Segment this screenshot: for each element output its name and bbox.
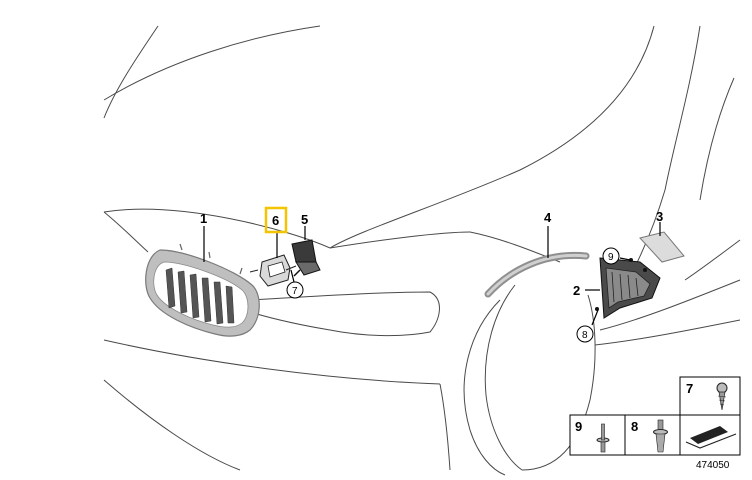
- callout-9-circle: [602, 247, 620, 265]
- callout-6: 6: [272, 213, 279, 228]
- fastener-cell-8: [624, 414, 681, 456]
- callout-8-circle: [576, 325, 594, 343]
- reference-number: 474050: [696, 460, 730, 471]
- screw-icon: [716, 382, 728, 411]
- fastener-cell-9: [569, 414, 626, 456]
- highlight-box: [264, 206, 288, 234]
- air-breather-panel: [595, 257, 661, 319]
- callout-7: 7: [292, 286, 298, 297]
- fastener-cell-7: [679, 376, 741, 416]
- wheel-arch-trim: [484, 251, 590, 298]
- arrow-tool-icon: [685, 426, 737, 449]
- callout-8: 8: [582, 330, 588, 341]
- sensor-part: [291, 239, 321, 277]
- callouts: 1 2 3 4 5 6 7 8 9: [200, 206, 663, 343]
- fastener-table: 7 9 8: [569, 376, 741, 456]
- pin-icon: [596, 423, 610, 453]
- car-body-outline: [103, 25, 741, 476]
- fastener-label-9: 9: [575, 419, 582, 434]
- leader-lines: [203, 222, 661, 326]
- fastener-label-8: 8: [631, 419, 638, 434]
- grille-slats: [165, 267, 235, 325]
- fastener-label-7: 7: [686, 381, 693, 396]
- callout-2: 2: [573, 283, 580, 298]
- callout-9: 9: [608, 252, 614, 263]
- callout-7-circle: [286, 281, 304, 299]
- kidney-grille: [145, 243, 260, 337]
- expanding-rivet-icon: [653, 419, 668, 453]
- callout-5: 5: [301, 212, 308, 227]
- trim-panel: [639, 231, 685, 263]
- callout-1: 1: [200, 211, 207, 226]
- bracket-part: [249, 254, 297, 287]
- callout-4: 4: [544, 210, 552, 225]
- callout-3: 3: [656, 209, 663, 224]
